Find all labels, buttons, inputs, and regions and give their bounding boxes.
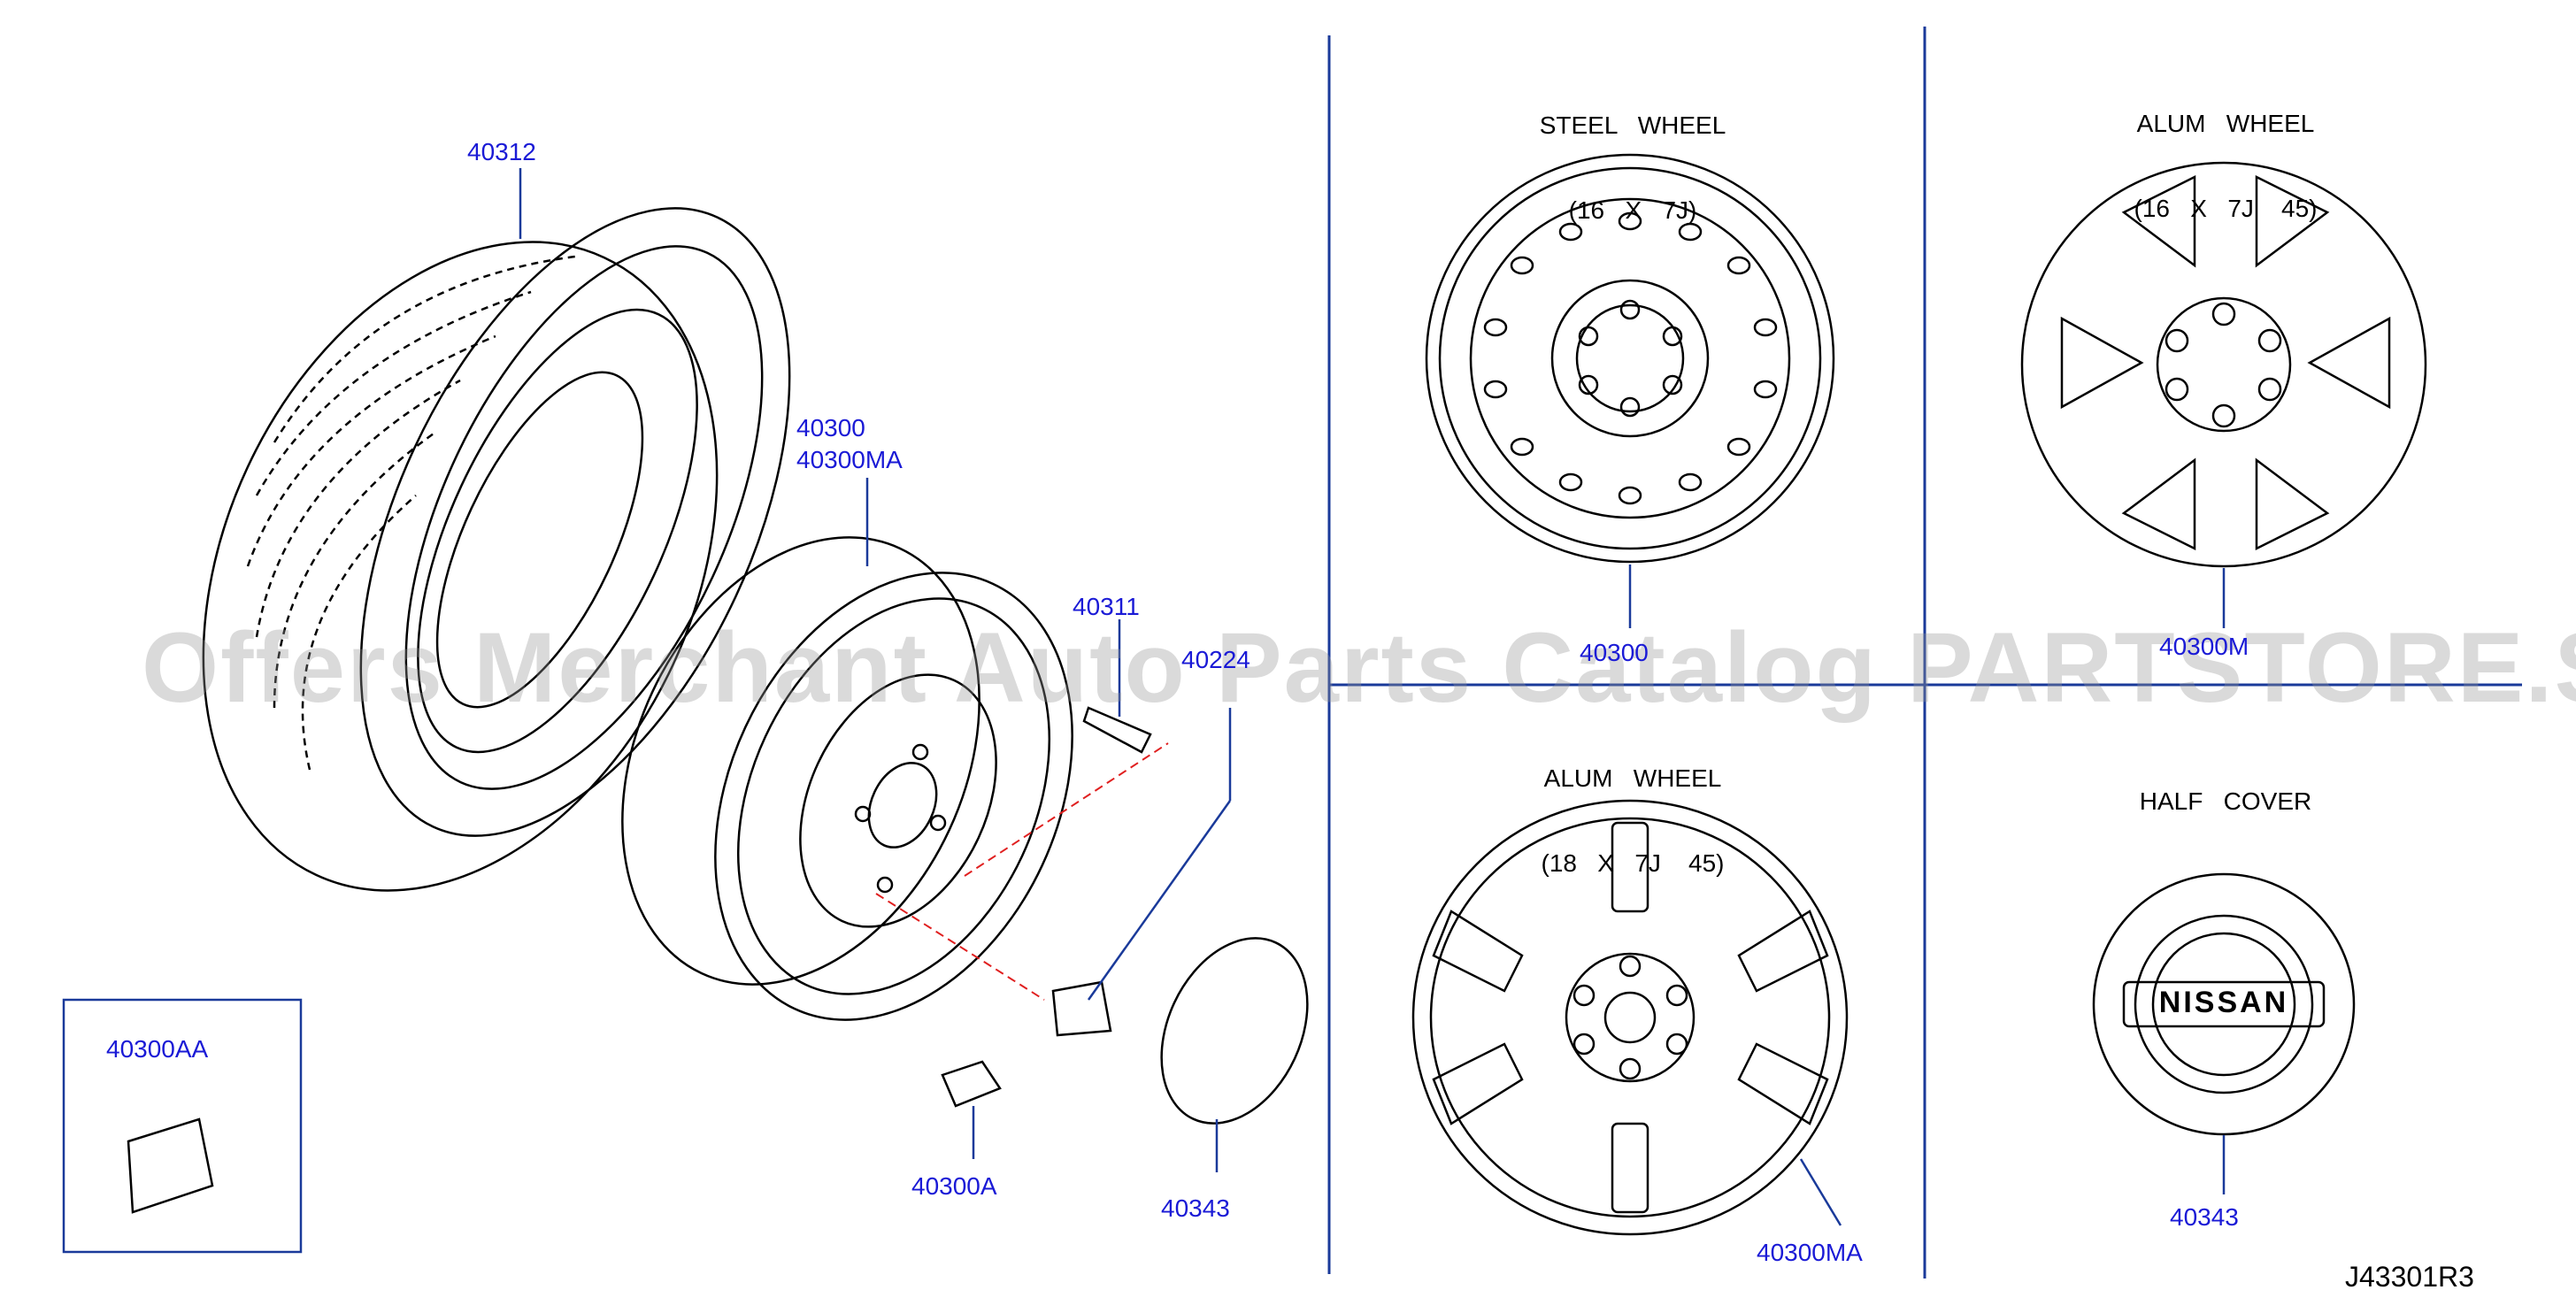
header-alum-wheel-16: ALUM WHEEL (16 X 7J 45) bbox=[2111, 53, 2341, 251]
section-dividers bbox=[1327, 27, 2522, 1278]
small-parts bbox=[127, 706, 1309, 1214]
label-valve[interactable]: 40311 bbox=[1073, 593, 1140, 620]
header-alum-wheel-16-line2: (16 X 7J 45) bbox=[2134, 195, 2318, 222]
label-half-cover-cap[interactable]: 40343 bbox=[2170, 1203, 2239, 1231]
header-steel-wheel: STEEL WHEEL (16 X 7J) bbox=[1526, 55, 1739, 253]
wheel-side-view bbox=[621, 536, 1073, 1021]
steel-wheel-front bbox=[1425, 153, 1835, 564]
header-alum-wheel-16-line1: ALUM WHEEL bbox=[2136, 110, 2315, 137]
header-alum-wheel-18-line1: ALUM WHEEL bbox=[1543, 764, 1722, 792]
alum-wheel-18-front bbox=[1411, 799, 1849, 1236]
label-alum-18[interactable]: 40300MA bbox=[1757, 1239, 1863, 1266]
diagram-code: J43301R3 bbox=[2345, 1261, 2474, 1293]
label-weight-a[interactable]: 40300A bbox=[911, 1172, 997, 1200]
header-alum-wheel-18-line2: (18 X 7J 45) bbox=[1541, 849, 1725, 877]
header-steel-wheel-line1: STEEL WHEEL bbox=[1539, 111, 1726, 139]
label-weight-aa[interactable]: 40300AA bbox=[106, 1035, 209, 1063]
label-steel-wheel[interactable]: 40300 bbox=[1580, 639, 1649, 666]
label-wheel-ma[interactable]: 40300MA bbox=[796, 446, 903, 473]
header-alum-wheel-18: ALUM WHEEL (18 X 7J 45) bbox=[1518, 708, 1748, 906]
alum-wheel-16-front bbox=[2020, 161, 2427, 568]
label-nut[interactable]: 40224 bbox=[1181, 646, 1250, 673]
watermark: Offers Merchant Auto Parts Catalog PARTS… bbox=[142, 612, 2576, 723]
tire-illustration bbox=[202, 207, 791, 892]
leader-lines bbox=[62, 168, 2226, 1254]
header-steel-wheel-line2: (16 X 7J) bbox=[1568, 196, 1697, 224]
label-alum-16[interactable]: 40300M bbox=[2159, 633, 2249, 660]
label-tire[interactable]: 40312 bbox=[467, 138, 536, 165]
dashed-leader bbox=[875, 742, 1169, 1001]
nissan-logo-text: NISSAN bbox=[2158, 986, 2289, 1019]
label-cap[interactable]: 40343 bbox=[1161, 1194, 1230, 1222]
header-half-cover: HALF COVER bbox=[2139, 787, 2312, 815]
half-cover-cap bbox=[2092, 872, 2356, 1136]
label-wheel[interactable]: 40300 bbox=[796, 414, 865, 442]
